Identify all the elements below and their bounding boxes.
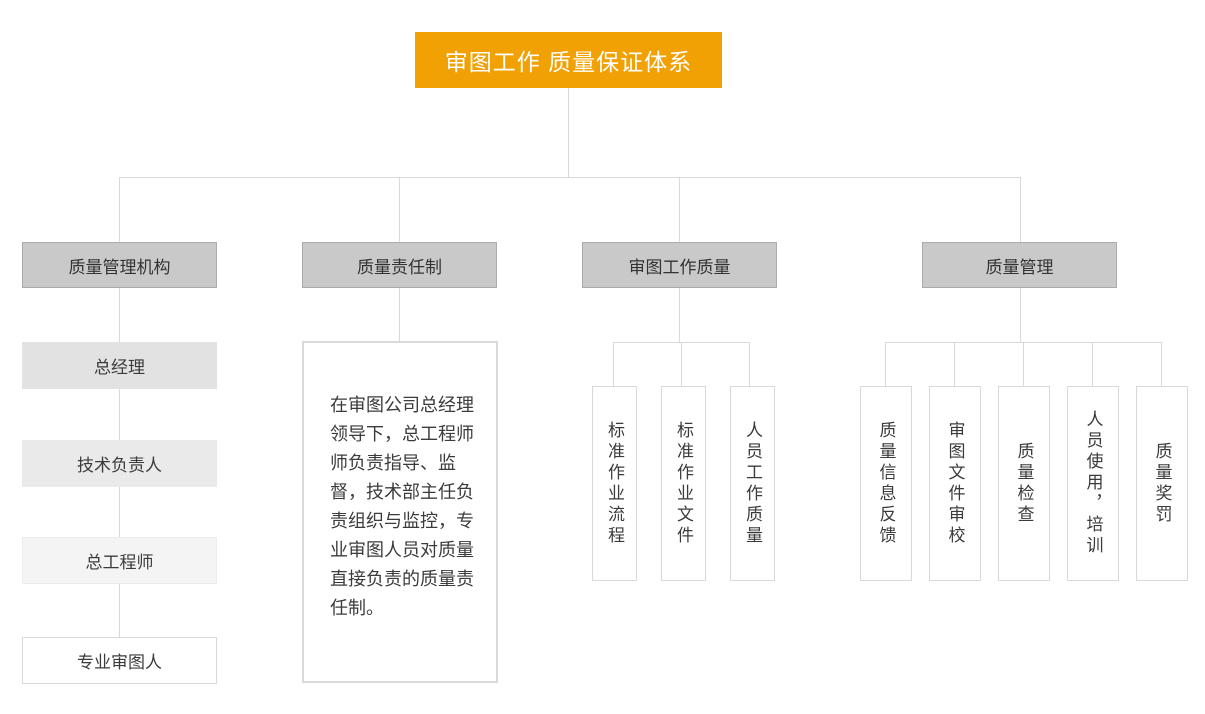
branch-header-quality-responsibility: 质量责任制 (302, 242, 497, 288)
org-node: 总经理 (22, 342, 217, 389)
responsibility-description-box: 在审图公司总经理 领导下，总工程师 师负责指导、监 督，技术部主任负 责组织与监… (302, 341, 498, 683)
branch-header-quality-management: 质量管理 (922, 242, 1117, 288)
branch-header-review-work-quality: 审图工作质量 (582, 242, 777, 288)
connector-line (885, 342, 886, 386)
connector-line (681, 342, 682, 386)
connector-line (1161, 342, 1162, 386)
review-quality-node-list: 标准作业流程标准作业文件人员工作质量 (592, 386, 775, 581)
connector-line (1020, 288, 1021, 342)
connector-line (1092, 342, 1093, 386)
connector-line (399, 288, 400, 341)
connector-line (679, 177, 680, 242)
connector-line (1020, 177, 1021, 242)
connector-line (679, 288, 680, 342)
chart-title: 审图工作 质量保证体系 (415, 32, 722, 88)
org-node-vertical: 质量奖罚 (1136, 386, 1188, 581)
responsibility-description-text: 在审图公司总经理 领导下，总工程师 师负责指导、监 督，技术部主任负 责组织与监… (330, 395, 474, 618)
org-node: 总工程师 (22, 537, 217, 584)
connector-line (613, 342, 614, 386)
org-node-vertical: 质量信息反馈 (860, 386, 912, 581)
connector-line (119, 177, 120, 242)
org-node-vertical: 标准作业流程 (592, 386, 637, 581)
org-node: 技术负责人 (22, 440, 217, 487)
connector-line (749, 342, 750, 386)
connector-line (399, 177, 400, 242)
connector-line (1023, 342, 1024, 386)
connector-line (119, 177, 1021, 178)
connector-line (954, 342, 955, 386)
org-node-vertical: 人员使用，培训 (1067, 386, 1119, 581)
branch-header-quality-management-org: 质量管理机构 (22, 242, 217, 288)
org-node: 专业审图人 (22, 637, 217, 684)
org-node-vertical: 质量检查 (998, 386, 1050, 581)
connector-line (568, 88, 569, 177)
quality-management-node-list: 质量信息反馈审图文件审校质量检查人员使用，培训质量奖罚 (860, 386, 1188, 581)
branch-role-list: 总经理技术负责人总工程师专业审图人 (22, 342, 217, 684)
org-node-vertical: 标准作业文件 (661, 386, 706, 581)
org-node-vertical: 人员工作质量 (730, 386, 775, 581)
org-node-vertical: 审图文件审校 (929, 386, 981, 581)
